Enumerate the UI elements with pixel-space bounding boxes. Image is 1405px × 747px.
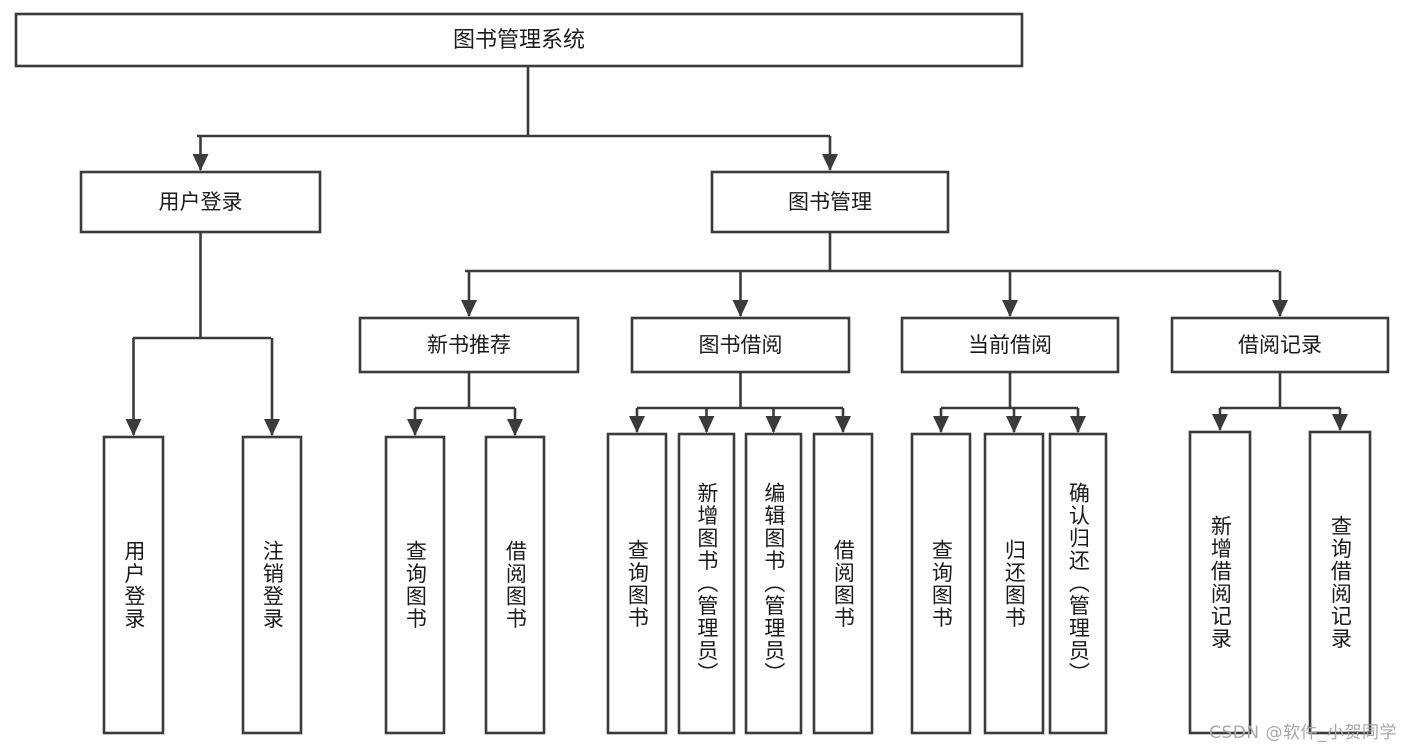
leaf-box-leaf-confirm-return[interactable] <box>1048 432 1108 735</box>
leaf-box-leaf-query-book-1[interactable] <box>384 435 446 735</box>
arrow-head-icon-leaf-query-book-3 <box>933 416 949 433</box>
node-box-borrow-record[interactable] <box>1170 316 1390 374</box>
arrow-head-icon-leaf-query-book-2 <box>629 416 645 433</box>
leaf-box-leaf-edit-book[interactable] <box>744 432 803 735</box>
arrow-head-icon-leaf-confirm-return <box>1070 416 1086 433</box>
arrow-head-icon-leaf-edit-book <box>765 416 782 433</box>
root-node-box[interactable] <box>14 12 1024 68</box>
root-node-label: 图书管理系统 <box>453 28 585 53</box>
node-label-current-borrow: 当前借阅 <box>968 333 1052 357</box>
node-label-book-manage: 图书管理 <box>788 190 872 214</box>
node-label-book-borrow: 图书借阅 <box>699 333 783 357</box>
arrow-head-icon-leaf-add-book <box>698 416 715 433</box>
node-box-user-login[interactable] <box>79 170 322 234</box>
arrow-head-icon-book-manage <box>822 154 838 171</box>
arrow-head-icon-leaf-add-record <box>1212 414 1228 431</box>
arrow-head-icon-book-borrow <box>732 300 749 317</box>
arrow-head-icon-leaf-borrow-book-2 <box>835 416 851 433</box>
arrow-head-icon-new-book-recommend <box>461 300 477 317</box>
node-box-new-book-recommend[interactable] <box>358 316 580 374</box>
arrow-head-icon-borrow-record <box>1272 300 1288 317</box>
node-box-book-manage[interactable] <box>710 170 950 234</box>
leaf-box-leaf-borrow-book-1[interactable] <box>484 435 546 735</box>
node-box-layer <box>14 12 1390 735</box>
node-box-current-borrow[interactable] <box>900 316 1120 374</box>
leaf-box-leaf-borrow-book-2[interactable] <box>812 432 874 735</box>
watermark-text: CSDN @软件_小贺同学 <box>1209 723 1397 743</box>
arrow-head-icon-leaf-return-book <box>1006 416 1022 433</box>
leaf-box-leaf-user-login[interactable] <box>102 435 165 735</box>
leaf-box-leaf-query-book-3[interactable] <box>910 432 972 735</box>
arrow-head-icon-user-login <box>192 154 209 171</box>
arrow-head-icon-leaf-query-record <box>1332 414 1348 431</box>
arrow-head-icon-leaf-borrow-book-1 <box>507 419 523 436</box>
leaf-box-leaf-query-book-2[interactable] <box>606 432 668 735</box>
node-label-new-book-recommend: 新书推荐 <box>427 333 511 357</box>
node-box-book-borrow[interactable] <box>630 316 851 374</box>
arrow-head-icon-leaf-query-book-1 <box>407 419 423 436</box>
node-label-borrow-record: 借阅记录 <box>1238 333 1322 357</box>
arrow-head-icon-current-borrow <box>1002 300 1018 317</box>
arrow-head-icon-leaf-logout <box>264 419 280 436</box>
leaf-box-leaf-return-book[interactable] <box>983 432 1045 735</box>
node-label-user-login: 用户登录 <box>159 190 243 214</box>
leaf-box-leaf-add-book[interactable] <box>677 432 736 735</box>
leaf-box-leaf-query-record[interactable] <box>1308 430 1372 735</box>
leaf-box-leaf-add-record[interactable] <box>1188 430 1252 735</box>
leaf-box-leaf-logout[interactable] <box>241 435 303 735</box>
connector-layer <box>125 66 1348 436</box>
arrow-head-icon-leaf-user-login <box>125 419 142 436</box>
